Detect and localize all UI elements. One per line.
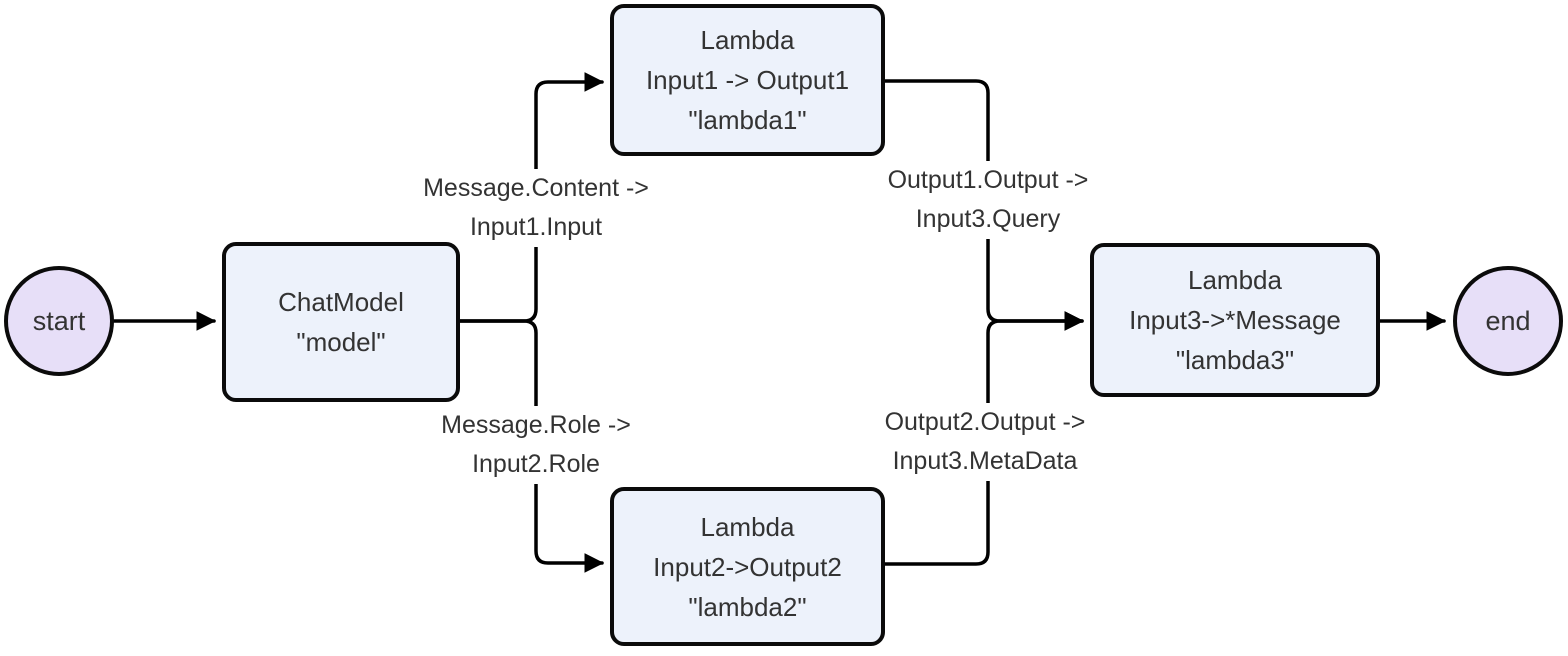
node-chatmodel: ChatModel "model" — [222, 242, 460, 402]
node-label-line: Lambda — [700, 25, 795, 55]
node-label-line: "lambda1" — [688, 105, 807, 135]
node-lambda2: Lambda Input2->Output2 "lambda2" — [610, 487, 885, 646]
node-lambda1: Lambda Input1 -> Output1 "lambda1" — [610, 4, 885, 156]
edge-label-output1-output: Output1.Output -> Input3.Query — [881, 161, 1095, 239]
node-label-line: Lambda — [1188, 265, 1282, 295]
edge-label-line: Message.Role -> — [441, 411, 631, 439]
edge-label-line: Output1.Output -> — [887, 166, 1089, 194]
node-label: end — [1485, 306, 1531, 336]
edge-label-line: Input3.MetaData — [892, 447, 1078, 475]
edge-label-output2-output: Output2.Output -> Input3.MetaData — [878, 403, 1092, 481]
node-label-line: Input1 -> Output1 — [645, 65, 850, 95]
edge-label-line: Input1.Input — [469, 213, 603, 241]
edge-label-line: Input3.Query — [915, 205, 1061, 233]
node-label-line: Lambda — [700, 511, 795, 542]
node-label-line: "lambda2" — [688, 591, 807, 622]
node-end: end — [1453, 266, 1563, 376]
node-label-line: Input2->Output2 — [653, 551, 842, 582]
node-label-line: "lambda3" — [1175, 345, 1295, 375]
node-label-line: Input3->*Message — [1129, 305, 1341, 335]
node-label-line: ChatModel — [278, 287, 404, 317]
edge-label-message-role: Message.Role -> Input2.Role — [435, 406, 637, 484]
edge-label-line: Output2.Output -> — [884, 408, 1086, 436]
node-lambda3: Lambda Input3->*Message "lambda3" — [1090, 243, 1380, 397]
node-label-line: "model" — [296, 327, 386, 357]
node-label: start — [32, 306, 86, 336]
edge-label-line: Input2.Role — [472, 450, 600, 478]
edge-label-line: Message.Content -> — [423, 174, 649, 202]
edge-label-message-content: Message.Content -> Input1.Input — [417, 169, 655, 247]
node-start: start — [4, 266, 114, 376]
